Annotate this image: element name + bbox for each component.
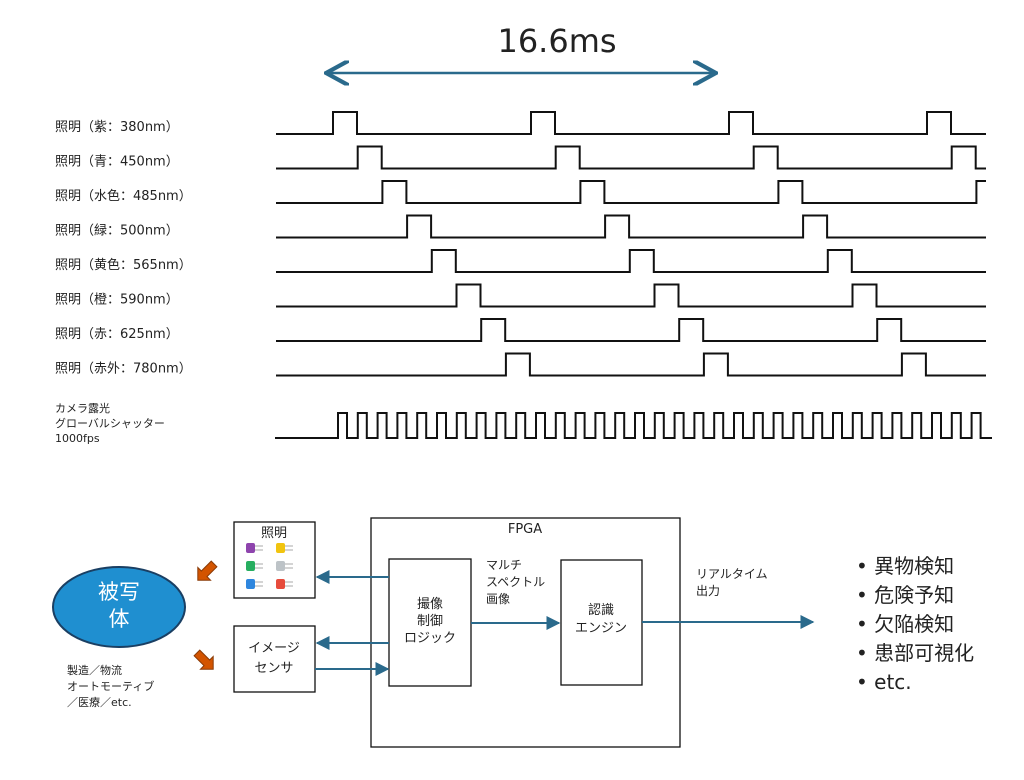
channel-waveform-8 <box>276 352 986 377</box>
channel-label-7: 照明（赤：625nm） <box>55 327 179 342</box>
camera-label-line1: カメラ露光 <box>55 401 110 415</box>
imaging-logic-line1: 撮像 <box>417 596 443 612</box>
channel-waveforms <box>276 111 986 377</box>
led-gray-icon <box>276 561 293 571</box>
channel-waveform-2 <box>276 145 986 170</box>
channel-waveform-1 <box>276 111 986 135</box>
recognition-engine-block <box>560 559 643 686</box>
sensor-label-line1: イメージ <box>248 641 300 656</box>
channel-label-3: 照明（水色：485nm） <box>55 188 192 204</box>
lighting-block-label: 照明 <box>261 526 287 541</box>
led-icons <box>246 543 293 589</box>
light-to-subject-arrow-icon <box>197 560 218 581</box>
led-blue-icon <box>246 579 263 589</box>
subject-label-line2: 体 <box>109 607 130 631</box>
led-yellow-icon <box>276 543 293 553</box>
channel-label-5: 照明（黄色：565nm） <box>55 257 192 273</box>
subject-caption-line3: ／医療／etc. <box>67 695 132 709</box>
output-item-4: • 患部可視化 <box>856 641 974 665</box>
channel-waveform-4 <box>276 214 986 239</box>
output-item-5: • etc. <box>856 670 912 694</box>
imaging-logic-line3: ロジック <box>404 631 456 646</box>
channel-label-4: 照明（緑：500nm） <box>55 224 179 239</box>
subject-ellipse <box>52 566 186 648</box>
imaging-logic-line2: 制御 <box>417 614 443 629</box>
multispectral-line1: マルチ <box>486 558 522 572</box>
channel-label-8: 照明（赤外：780nm） <box>55 362 192 377</box>
subject-caption-line1: 製造／物流 <box>67 663 122 677</box>
multispectral-line2: スペクトル <box>486 575 545 589</box>
channel-waveform-6 <box>276 283 986 308</box>
camera-label-line3: 1000fps <box>55 432 100 445</box>
channel-waveform-5 <box>276 249 986 273</box>
multispectral-line3: 画像 <box>486 592 510 606</box>
subject-caption-line2: オートモーティブ <box>67 679 154 693</box>
imaging-logic-block <box>388 558 472 687</box>
output-item-2: • 危険予知 <box>856 583 954 607</box>
channel-waveform-7 <box>276 318 986 342</box>
output-item-1: • 異物検知 <box>856 554 954 578</box>
channel-labels: 照明（紫：380nm） 照明（青：450nm） 照明（水色：485nm） 照明（緑：5… <box>55 120 192 377</box>
camera-exposure-waveform <box>275 412 992 439</box>
subject-to-sensor-arrow-icon <box>193 649 214 670</box>
realtime-line1: リアルタイム <box>696 567 768 581</box>
period-label: 16.6ms <box>497 22 616 60</box>
channel-waveform-3 <box>276 180 986 204</box>
channel-label-6: 照明（橙：590nm） <box>55 293 179 308</box>
realtime-line2: 出力 <box>696 584 720 598</box>
output-item-3: • 欠陥検知 <box>856 612 954 636</box>
channel-label-1: 照明（紫：380nm） <box>55 120 179 135</box>
fpga-label: FPGA <box>508 522 542 537</box>
recognition-line1: 認識 <box>588 602 614 618</box>
led-green-icon <box>246 561 263 571</box>
camera-label-line2: グローバルシャッター <box>55 416 165 430</box>
led-red-icon <box>276 579 293 589</box>
led-purple-icon <box>246 543 263 553</box>
channel-label-2: 照明（青：450nm） <box>55 155 179 170</box>
subject-label-line1: 被写 <box>98 580 140 604</box>
recognition-line2: エンジン <box>575 621 627 636</box>
sensor-label-line2: センサ <box>254 661 293 676</box>
sensor-block <box>233 625 316 693</box>
